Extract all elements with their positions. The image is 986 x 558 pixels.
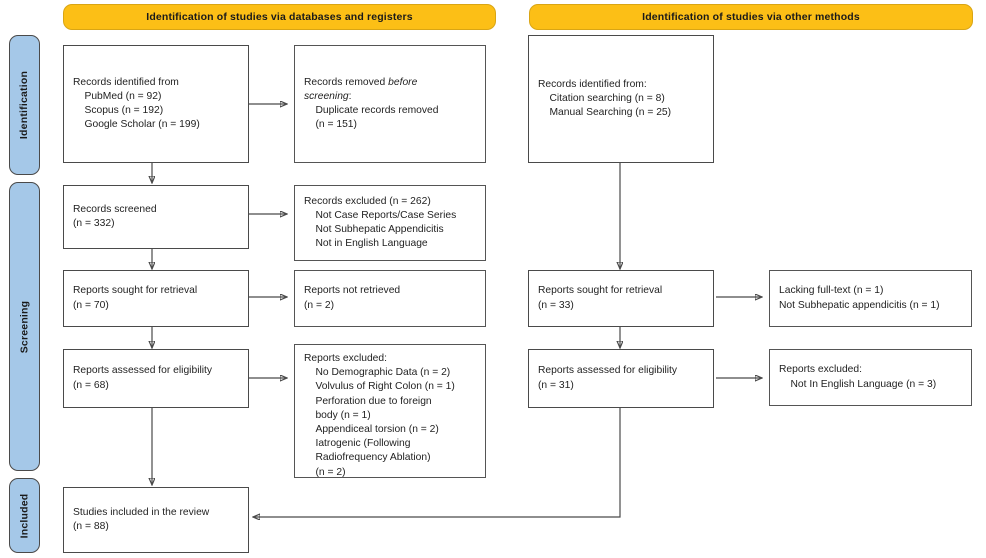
box-studies-included-text: Studies included in the review (n = 88)	[73, 506, 210, 532]
records-removed-line2-emphasis: screening	[304, 90, 349, 102]
box-reports-excluded-right-bottom: Reports excluded: Not In English Languag…	[769, 349, 972, 406]
banner-databases-label: Identification of studies via databases …	[146, 11, 413, 23]
box-reports-sought-left: Reports sought for retrieval (n = 70)	[63, 270, 249, 327]
box-reports-excluded-right-top-text: Lacking full-text (n = 1) Not Subhepatic…	[779, 285, 940, 311]
banner-databases-and-registers: Identification of studies via databases …	[63, 4, 496, 30]
box-records-identified-databases: Records identified from PubMed (n = 92) …	[63, 45, 249, 163]
box-reports-sought-left-text: Reports sought for retrieval (n = 70)	[73, 285, 198, 311]
records-removed-line2-post: :	[348, 90, 352, 102]
box-reports-excluded-right-bottom-text: Reports excluded: Not In English Languag…	[779, 364, 937, 390]
stage-label-screening: Screening	[9, 182, 40, 471]
stage-label-included: Included	[9, 478, 40, 553]
stage-label-included-text: Included	[18, 493, 31, 538]
box-records-excluded-text: Records excluded (n = 262) Not Case Repo…	[304, 195, 457, 250]
box-reports-excluded-right-top: Lacking full-text (n = 1) Not Subhepatic…	[769, 270, 972, 327]
box-records-identified-other: Records identified from: Citation search…	[528, 35, 714, 163]
box-reports-not-retrieved-text: Reports not retrieved (n = 2)	[304, 285, 401, 311]
box-reports-assessed-left: Reports assessed for eligibility (n = 68…	[63, 349, 249, 408]
box-reports-sought-right-text: Reports sought for retrieval (n = 33)	[538, 285, 663, 311]
banner-other-methods: Identification of studies via other meth…	[529, 4, 973, 30]
box-records-identified-databases-text: Records identified from PubMed (n = 92) …	[73, 76, 200, 131]
box-reports-assessed-right-text: Reports assessed for eligibility (n = 31…	[538, 365, 678, 391]
stage-label-screening-text: Screening	[18, 300, 31, 353]
banner-other-methods-label: Identification of studies via other meth…	[642, 11, 860, 23]
box-reports-assessed-right: Reports assessed for eligibility (n = 31…	[528, 349, 714, 408]
box-records-screened-text: Records screened (n = 332)	[73, 203, 157, 229]
box-records-identified-other-text: Records identified from: Citation search…	[538, 78, 672, 119]
records-removed-line1-pre: Records removed	[304, 76, 389, 88]
box-records-removed-text: Records removed before screening: Duplic…	[304, 76, 439, 133]
box-reports-not-retrieved: Reports not retrieved (n = 2)	[294, 270, 486, 327]
box-reports-excluded-left-text: Reports excluded: No Demographic Data (n…	[304, 353, 455, 478]
box-reports-assessed-left-text: Reports assessed for eligibility (n = 68…	[73, 365, 213, 391]
stage-label-identification-text: Identification	[18, 70, 31, 140]
stage-label-identification: Identification	[9, 35, 40, 175]
records-removed-line3: Duplicate records removed	[304, 105, 439, 116]
box-records-excluded: Records excluded (n = 262) Not Case Repo…	[294, 185, 486, 261]
box-records-screened: Records screened (n = 332)	[63, 185, 249, 249]
box-reports-sought-right: Reports sought for retrieval (n = 33)	[528, 270, 714, 327]
box-records-removed-before-screening: Records removed before screening: Duplic…	[294, 45, 486, 163]
records-removed-line4: (n = 151)	[304, 119, 357, 131]
box-studies-included: Studies included in the review (n = 88)	[63, 487, 249, 553]
records-removed-line1-emphasis: before	[388, 76, 418, 88]
box-reports-excluded-left: Reports excluded: No Demographic Data (n…	[294, 344, 486, 478]
